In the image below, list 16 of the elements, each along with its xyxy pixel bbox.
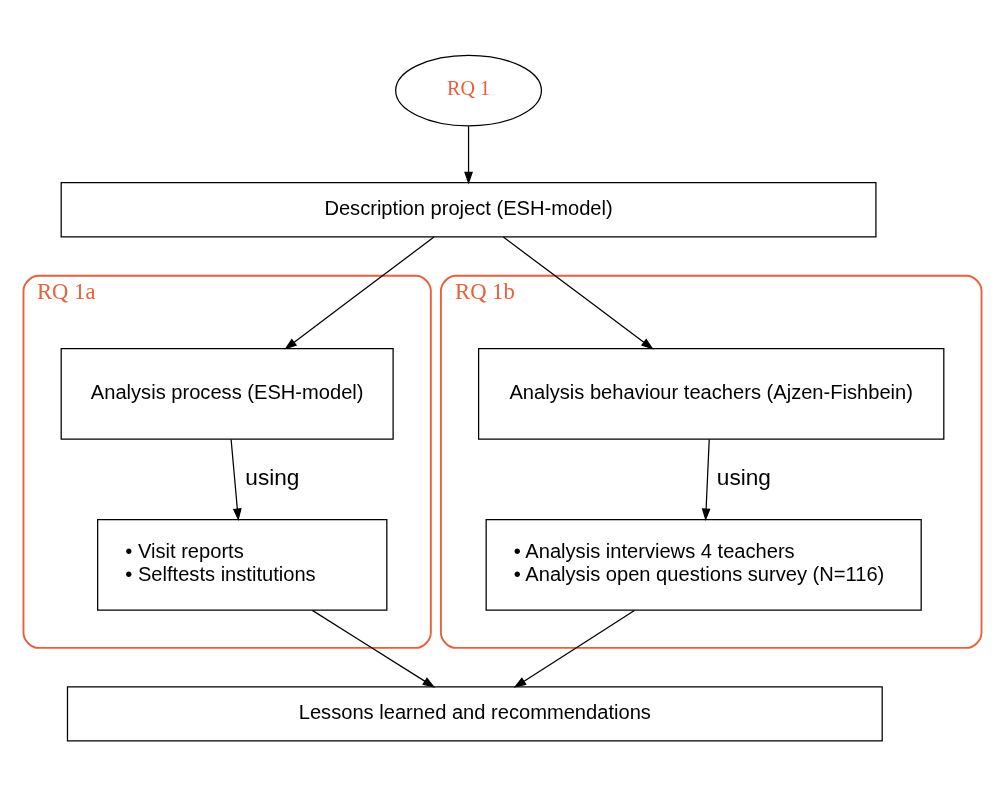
arrow: [502, 235, 654, 350]
arrow: [311, 609, 436, 688]
arrow: [464, 125, 473, 184]
arrow: [230, 438, 242, 521]
node-ellipse: RQ 1: [395, 54, 543, 126]
node-box: Analysis process (ESH-model): [60, 347, 394, 440]
node-box: • Analysis interviews 4 teachers • Analysis open questions survey (N=116): [485, 518, 922, 611]
node-box: • Visit reports • Selftests institutions: [97, 518, 388, 611]
edge-label: using: [716, 464, 771, 490]
arrow: [513, 609, 635, 688]
node-box: Analysis behaviour teachers (Ajzen-Fishbein): [478, 347, 945, 440]
node-box: Lessons learned and recommendations: [66, 685, 883, 742]
edge-label: using: [245, 464, 300, 490]
arrow: [701, 438, 711, 521]
arrow: [284, 235, 435, 350]
node-box: Description project (ESH-model): [60, 181, 877, 237]
